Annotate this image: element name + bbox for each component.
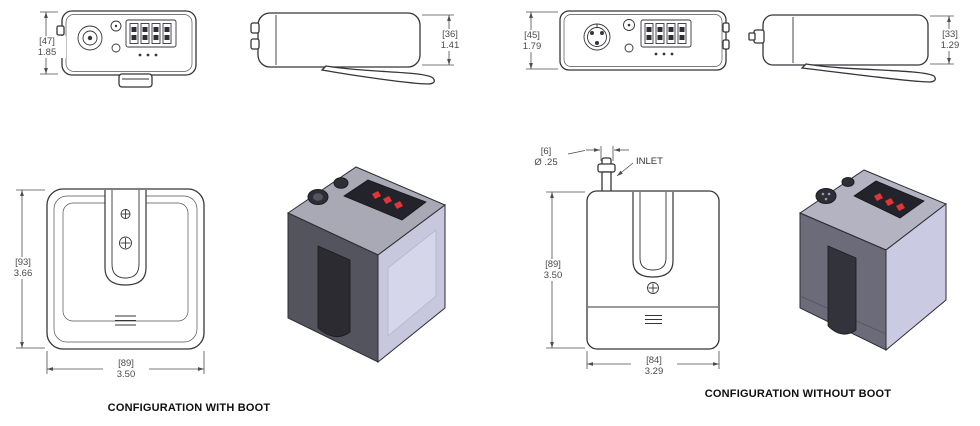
top-view-without-boot [559, 10, 730, 71]
top-view-with-boot [56, 10, 197, 88]
dim-in-value: 3.50 [543, 270, 563, 282]
dim-mm-value: [33] [942, 29, 958, 40]
dim-in-value: 3.66 [13, 268, 33, 280]
dim-inlet-diameter: [6] Ø .25 [524, 146, 568, 169]
dim-mm-value: [47] [39, 36, 55, 47]
dim-without-boot-front-height: [89] 3.50 [534, 259, 572, 282]
dim-in-value: 3.29 [644, 366, 664, 378]
side-view-with-boot [250, 12, 435, 85]
side-view-without-boot [748, 14, 936, 83]
dimension-lines [16, 11, 954, 374]
dim-mm-value: [45] [524, 30, 540, 41]
dim-with-boot-front-height: [93] 3.66 [4, 257, 42, 280]
front-view-with-boot [46, 188, 205, 350]
dim-in-value: 1.85 [37, 47, 57, 59]
inlet-callout-label: INLET [636, 156, 663, 167]
dim-mm-value: [93] [15, 257, 31, 268]
dim-without-boot-side-height: [33] 1.29 [931, 29, 969, 52]
dim-in-value: 1.29 [940, 40, 960, 52]
dim-mm-value: [36] [442, 29, 458, 40]
dim-in-value: 1.41 [440, 40, 460, 52]
dim-mm-value: [84] [646, 355, 662, 366]
dim-mm-value: [89] [545, 259, 561, 270]
dim-with-boot-side-height: [36] 1.41 [431, 29, 469, 52]
dim-in-value: Ø .25 [534, 157, 558, 169]
caption-configuration-without-boot: CONFIGURATION WITHOUT BOOT [704, 388, 892, 400]
dim-without-boot-front-width: [84] 3.29 [631, 355, 677, 378]
dim-mm-value: [89] [118, 358, 134, 369]
render-without-boot [798, 169, 947, 352]
caption-configuration-with-boot: CONFIGURATION WITH BOOT [107, 402, 271, 414]
dim-in-value: 1.79 [522, 41, 542, 53]
dim-with-boot-top-height: [47] 1.85 [28, 36, 66, 59]
front-view-without-boot [586, 157, 720, 350]
dim-with-boot-front-width: [89] 3.50 [103, 358, 149, 381]
dim-without-boot-top-height: [45] 1.79 [513, 30, 551, 53]
dim-mm-value: [6] [540, 146, 552, 157]
render-with-boot [286, 166, 446, 364]
dim-in-value: 3.50 [116, 369, 136, 381]
